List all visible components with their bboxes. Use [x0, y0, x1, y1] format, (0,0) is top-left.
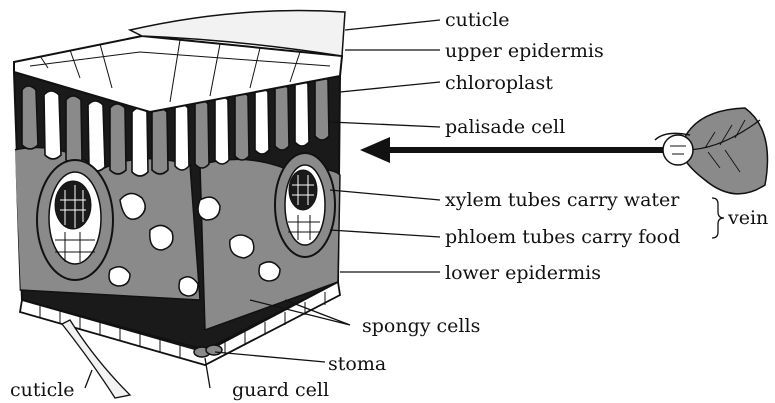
label-cuticle-top: cuticle: [445, 9, 510, 31]
vein-right: [275, 153, 335, 257]
label-cuticle-bottom: cuticle: [10, 379, 75, 401]
stoma-guard-cells: [194, 345, 222, 357]
vein-left: [37, 160, 113, 280]
label-palisade-cell: palisade cell: [445, 116, 565, 138]
leaf-block: [14, 10, 345, 398]
left-arrow: [360, 137, 665, 163]
label-guard-cell: guard cell: [232, 379, 329, 401]
label-lower-epidermis: lower epidermis: [445, 262, 601, 284]
label-phloem: phloem tubes carry food: [445, 226, 680, 248]
label-upper-epidermis: upper epidermis: [445, 40, 604, 62]
label-xylem: xylem tubes carry water: [445, 189, 680, 211]
magnifier-circle: [663, 135, 693, 165]
label-chloroplast: chloroplast: [445, 72, 553, 94]
label-stoma: stoma: [328, 353, 386, 375]
label-spongy-cells: spongy cells: [362, 315, 480, 337]
leaf-icon: [655, 108, 768, 194]
label-vein: vein: [727, 207, 768, 229]
